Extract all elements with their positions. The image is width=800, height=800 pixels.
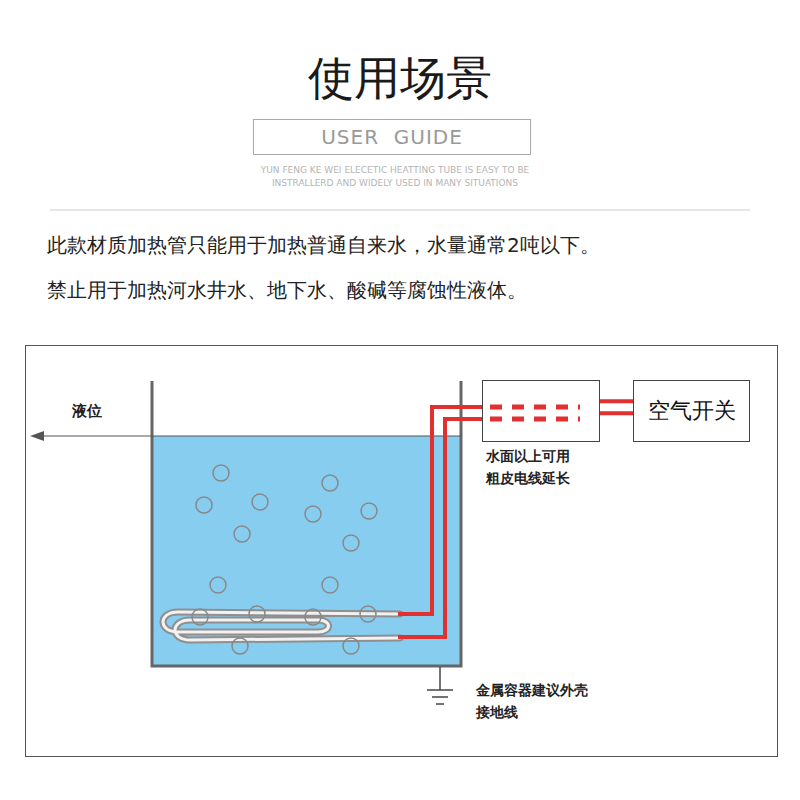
level-line [42,435,462,436]
edge-group [600,407,633,408]
heater-tube [163,612,400,640]
subtitle-text: YUN FENG KE WEI ELECETIC HEATTING TUBE I… [250,164,540,190]
note-text: 禁止用于加热河水井水、地下水、酸碱等腐蚀性液体。 [47,276,527,304]
box-text: 空气开关 [648,398,736,424]
bubbles [192,465,377,654]
box-caption: 水面以上可用 粗皮电线延长 [486,445,578,489]
dashed-wires [490,407,580,419]
red-wires [398,407,483,637]
box-text: USER GUIDE [321,125,463,149]
ground-note: 金属容器建议外壳 接地线 [476,679,594,723]
wire-gap [600,403,633,411]
level-arrow [30,431,44,441]
divider-rule [50,210,750,211]
ground-symbol [427,667,453,704]
water [152,436,461,666]
air-switch-box: 空气开关 [633,380,750,442]
guide-box: USER GUIDE [253,119,531,155]
extension-box: 水面以上可用 粗皮电线延长 [482,380,600,442]
tank [152,381,461,666]
page-title: 使用场景 [0,50,800,106]
double-wire [600,399,633,415]
diagram-frame [26,346,778,757]
note-text: 此款材质加热管只能用于加热普通自来水，水量通常2吨以下。 [47,231,600,259]
level-label: 液位 [72,401,102,421]
